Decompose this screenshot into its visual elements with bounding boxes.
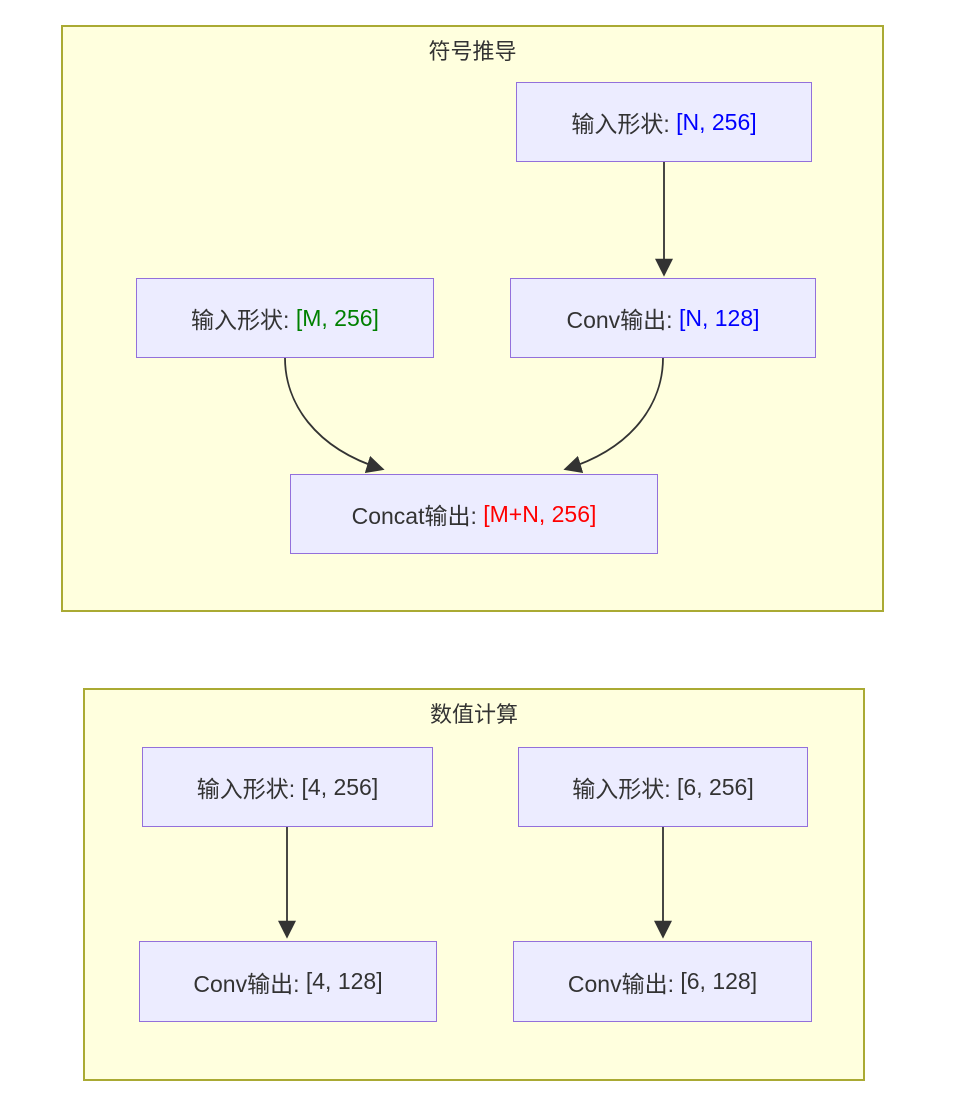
- node-shape-value: [6, 256]: [677, 773, 754, 800]
- node-input-shape-4: 输入形状: [4, 256]: [142, 747, 433, 827]
- node-label: Concat输出:: [351, 503, 484, 529]
- node-shape-value: [4, 128]: [305, 968, 383, 994]
- node-shape-value: [N, 256]: [676, 108, 757, 135]
- node-label: 输入形状:: [571, 111, 677, 137]
- node-label: Conv输出:: [566, 307, 679, 333]
- node-shape-value: [4, 256]: [301, 773, 379, 800]
- node-shape-value: [M+N, 256]: [483, 500, 597, 527]
- node-shape-value: [6, 128]: [680, 968, 758, 994]
- node-conv-output-4: Conv输出: [4, 128]: [139, 941, 437, 1022]
- node-conv-output-n: Conv输出: [N, 128]: [510, 278, 816, 358]
- node-conv-output-6: Conv输出: [6, 128]: [513, 941, 812, 1022]
- node-input-shape-6: 输入形状: [6, 256]: [518, 747, 808, 827]
- node-input-shape-m: 输入形状: [M, 256]: [136, 278, 434, 358]
- node-shape-value: [N, 128]: [678, 304, 760, 331]
- cluster-symbolic-title: 符号推导: [428, 39, 517, 64]
- node-label: 输入形状:: [191, 307, 296, 333]
- node-input-shape-n: 输入形状: [N, 256]: [516, 82, 812, 162]
- cluster-numeric-title: 数值计算: [429, 702, 518, 727]
- node-label: 输入形状:: [196, 776, 302, 802]
- node-label: Conv输出:: [567, 970, 681, 997]
- node-shape-value: [M, 256]: [295, 304, 379, 331]
- node-label: Conv输出:: [193, 970, 306, 997]
- node-label: 输入形状:: [572, 776, 678, 802]
- node-concat-output: Concat输出: [M+N, 256]: [290, 474, 658, 554]
